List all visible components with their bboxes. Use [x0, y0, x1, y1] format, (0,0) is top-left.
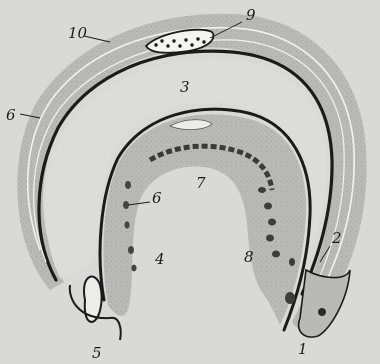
label-10: 10: [68, 24, 88, 42]
tail-cell: [318, 308, 326, 316]
label-9: 9: [246, 6, 256, 24]
label-6-inner: 6: [152, 189, 162, 207]
label-3: 3: [180, 78, 190, 96]
label-6-outer: 6: [6, 106, 16, 124]
label-5: 5: [92, 344, 102, 362]
label-1: 1: [298, 340, 308, 358]
label-4: 4: [154, 250, 165, 268]
label-8: 8: [244, 248, 254, 266]
label-7: 7: [196, 174, 206, 192]
label-2: 2: [331, 229, 342, 247]
